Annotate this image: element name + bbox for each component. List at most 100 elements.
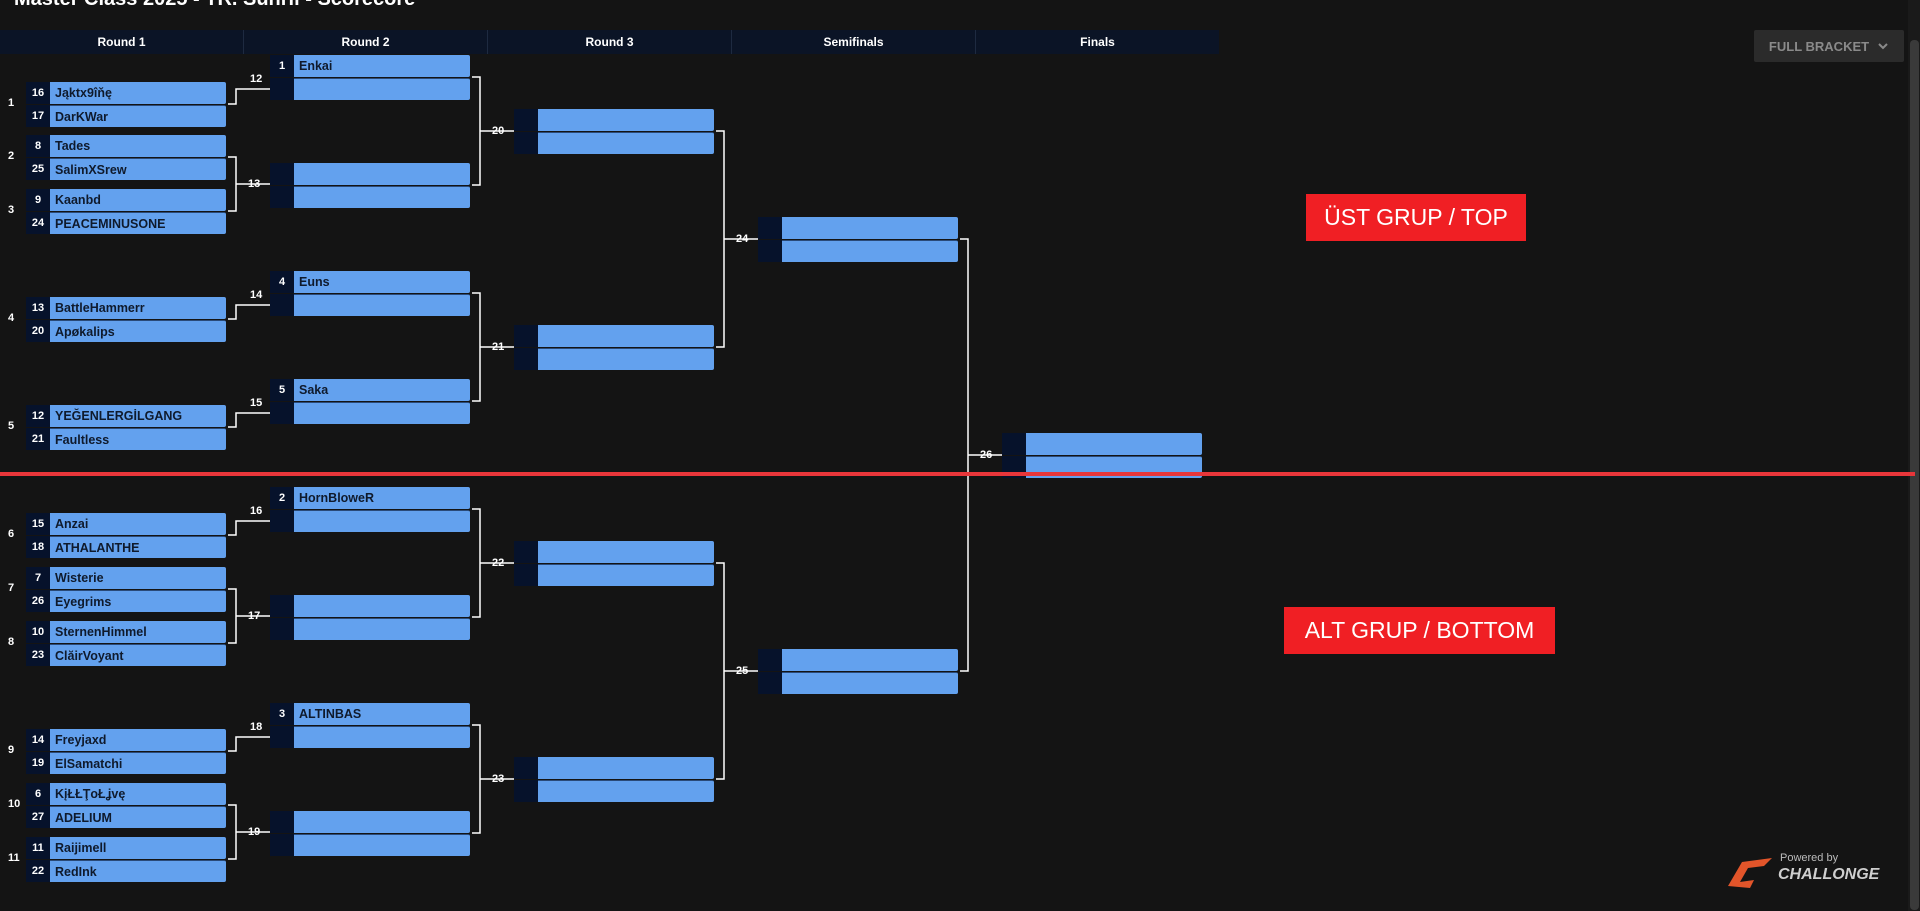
match-sf-1[interactable] <box>758 217 958 262</box>
match-r2-2[interactable] <box>270 163 470 208</box>
match-number: 24 <box>736 233 749 245</box>
player-slot[interactable] <box>514 348 714 370</box>
seed-number <box>758 217 782 239</box>
seed-number: 25 <box>26 158 50 180</box>
player-slot[interactable] <box>270 726 470 748</box>
match-r3-4[interactable] <box>514 757 714 802</box>
player-slot[interactable] <box>514 132 714 154</box>
player-slot[interactable] <box>270 186 470 208</box>
full-bracket-dropdown[interactable]: FULL BRACKET <box>1754 30 1904 62</box>
seed-number: 17 <box>26 105 50 127</box>
player-slot[interactable] <box>514 325 714 347</box>
player-slot[interactable] <box>270 618 470 640</box>
player-slot[interactable] <box>270 595 470 617</box>
player-slot[interactable] <box>758 217 958 239</box>
player-name: YEĞENLERGİLGANG <box>50 405 226 427</box>
player-slot[interactable] <box>270 402 470 424</box>
match-sf-2[interactable] <box>758 649 958 694</box>
player-slot[interactable] <box>514 564 714 586</box>
player-name <box>294 163 470 185</box>
match-number: 3 <box>8 204 15 216</box>
match-r3-1[interactable] <box>514 109 714 154</box>
seed-number: 26 <box>26 590 50 612</box>
match-r3-2[interactable] <box>514 325 714 370</box>
seed-number <box>514 109 538 131</box>
round-header-semifinals: Semifinals <box>732 30 976 54</box>
player-name <box>538 109 714 131</box>
player-name: Jąktx9îňę <box>50 82 226 104</box>
powered-by-challonge[interactable]: Powered by CHALLONGE <box>1724 852 1904 894</box>
match-r3-3[interactable] <box>514 541 714 586</box>
top-group-label: ÜST GRUP / TOP <box>1306 194 1526 241</box>
player-slot[interactable] <box>270 78 470 100</box>
player-slot[interactable] <box>514 780 714 802</box>
player-name <box>294 618 470 640</box>
player-slot[interactable] <box>514 757 714 779</box>
player-name: SternenHimmel <box>50 621 226 643</box>
match-r2-8[interactable] <box>270 811 470 856</box>
player-slot[interactable] <box>758 240 958 262</box>
player-slot[interactable] <box>514 541 714 563</box>
player-name <box>294 510 470 532</box>
seed-number <box>270 595 294 617</box>
player-slot[interactable] <box>270 163 470 185</box>
player-slot[interactable] <box>514 109 714 131</box>
match-r2-6[interactable] <box>270 595 470 640</box>
player-slot[interactable] <box>1002 433 1202 455</box>
challonge-brand-text: CHALLONGE <box>1778 866 1880 883</box>
player-slot[interactable] <box>270 834 470 856</box>
seed-number <box>514 348 538 370</box>
player-slot[interactable] <box>270 510 470 532</box>
player-slot[interactable] <box>758 649 958 671</box>
seed-number <box>758 649 782 671</box>
player-slot[interactable] <box>270 811 470 833</box>
seed-number: 10 <box>26 621 50 643</box>
player-slot[interactable] <box>758 672 958 694</box>
seed-number: 27 <box>26 806 50 828</box>
player-slot[interactable] <box>270 294 470 316</box>
